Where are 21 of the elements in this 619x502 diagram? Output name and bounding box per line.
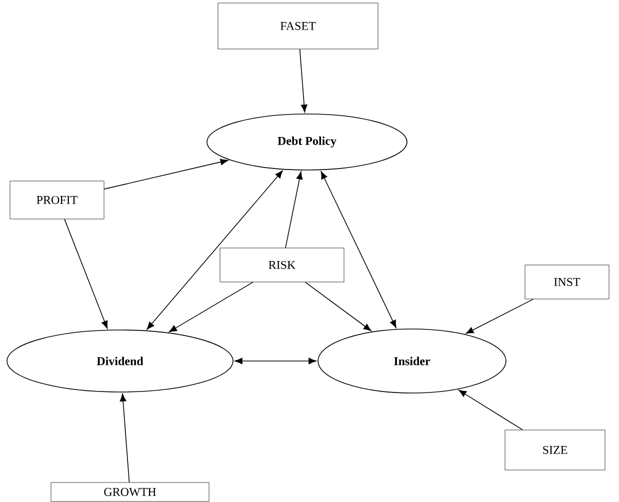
arrow	[299, 48, 308, 112]
text-box: SIZE	[504, 430, 606, 470]
ellipse-node: Insider	[318, 328, 506, 394]
arrow	[104, 158, 228, 190]
arrow	[64, 218, 108, 329]
ellipse-node: Dividend	[6, 330, 234, 392]
arrow	[120, 394, 130, 483]
arrow	[458, 390, 523, 430]
arrow	[168, 282, 254, 332]
arrow	[285, 172, 303, 248]
text-box: PROFIT	[10, 180, 104, 220]
text-box: GROWTH	[50, 482, 210, 502]
arrow	[304, 282, 372, 332]
arrow	[146, 170, 283, 330]
arrow	[466, 298, 534, 334]
text-box: FASET	[218, 2, 378, 50]
text-box: RISK	[220, 248, 344, 282]
arrow	[320, 171, 396, 328]
ellipse-node: Debt Policy	[206, 114, 408, 170]
text-box: INST	[524, 264, 610, 300]
arrow	[234, 358, 316, 364]
